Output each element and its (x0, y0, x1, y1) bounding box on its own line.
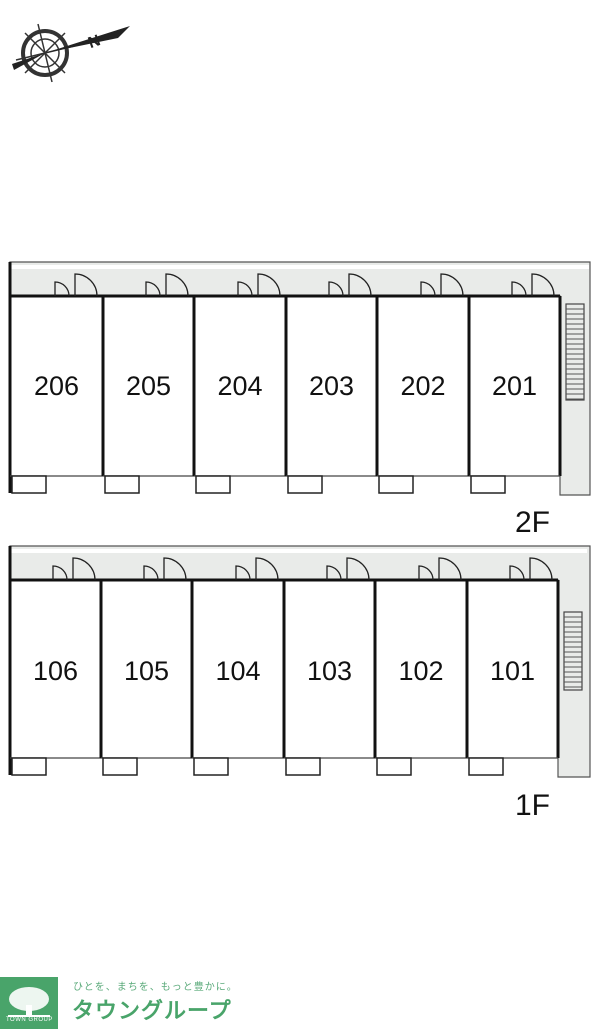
door-swing-icon (165, 273, 189, 297)
unit-number-label: 203 (309, 371, 354, 401)
door-swing-icon (326, 565, 342, 581)
door-swing-icon (54, 281, 70, 297)
unit-number-label: 102 (398, 656, 443, 686)
door-swing-icon (52, 565, 68, 581)
unit-105: 105 (99, 557, 192, 776)
tree-logo-icon (0, 977, 58, 1029)
meter-box (195, 475, 231, 494)
unit-106: 106 (8, 557, 101, 776)
unit-203: 203 (284, 273, 377, 494)
unit-104: 104 (190, 557, 284, 776)
meter-box (102, 757, 138, 776)
unit-103: 103 (282, 557, 375, 776)
unit-number-label: 202 (400, 371, 445, 401)
door-swing-icon (511, 281, 527, 297)
door-swing-icon (237, 281, 253, 297)
unit-number-label: 105 (124, 656, 169, 686)
meter-box (468, 757, 504, 776)
north-arrow-compass-icon (12, 23, 130, 83)
unit-102: 102 (373, 557, 467, 776)
door-swing-icon (163, 557, 187, 581)
door-swing-icon (438, 557, 462, 581)
meter-box (285, 757, 321, 776)
meter-box (11, 757, 47, 776)
door-swing-icon (529, 557, 553, 581)
staircase (563, 611, 583, 691)
unit-101: 101 (465, 557, 560, 776)
staircase (565, 303, 585, 401)
unit-206: 206 (8, 273, 103, 494)
door-swing-icon (346, 557, 370, 581)
unit-205: 205 (101, 273, 194, 494)
unit-201: 201 (467, 273, 562, 494)
meter-box (376, 757, 412, 776)
unit-number-label: 201 (492, 371, 537, 401)
unit-number-label: 106 (33, 656, 78, 686)
meter-box (193, 757, 229, 776)
meter-box (378, 475, 414, 494)
unit-204: 204 (192, 273, 286, 494)
door-swing-icon (145, 281, 161, 297)
unit-number-label: 103 (307, 656, 352, 686)
door-swing-icon (143, 565, 159, 581)
meter-box (104, 475, 140, 494)
door-swing-icon (348, 273, 372, 297)
floor-2f: 206 205 204 203 202 201 2F (8, 261, 591, 539)
brand-tagline: ひとを、まちを、もっと豊かに。 (73, 982, 238, 993)
door-swing-icon (72, 557, 96, 581)
unit-number-label: 205 (126, 371, 171, 401)
unit-number-label: 206 (34, 371, 79, 401)
unit-number-label: 204 (217, 371, 262, 401)
door-swing-icon (440, 273, 464, 297)
door-swing-icon (74, 273, 98, 297)
meter-box (11, 475, 47, 494)
unit-number-label: 104 (215, 656, 260, 686)
brand-name: タウングループ (72, 998, 232, 1023)
door-swing-icon (509, 565, 525, 581)
floor-1f: 106 105 104 103 102 101 1F (8, 545, 591, 822)
compass-north-label: N (86, 32, 103, 52)
floor-label: 2F (515, 506, 550, 539)
door-swing-icon (257, 273, 281, 297)
floor-label: 1F (515, 789, 550, 822)
door-swing-icon (235, 565, 251, 581)
door-swing-icon (418, 565, 434, 581)
door-swing-icon (328, 281, 344, 297)
unit-number-label: 101 (490, 656, 535, 686)
door-swing-icon (255, 557, 279, 581)
unit-202: 202 (375, 273, 469, 494)
brand-sub-label: TOWN GROUP (6, 1017, 53, 1023)
meter-box (470, 475, 506, 494)
door-swing-icon (531, 273, 555, 297)
door-swing-icon (420, 281, 436, 297)
meter-box (287, 475, 323, 494)
